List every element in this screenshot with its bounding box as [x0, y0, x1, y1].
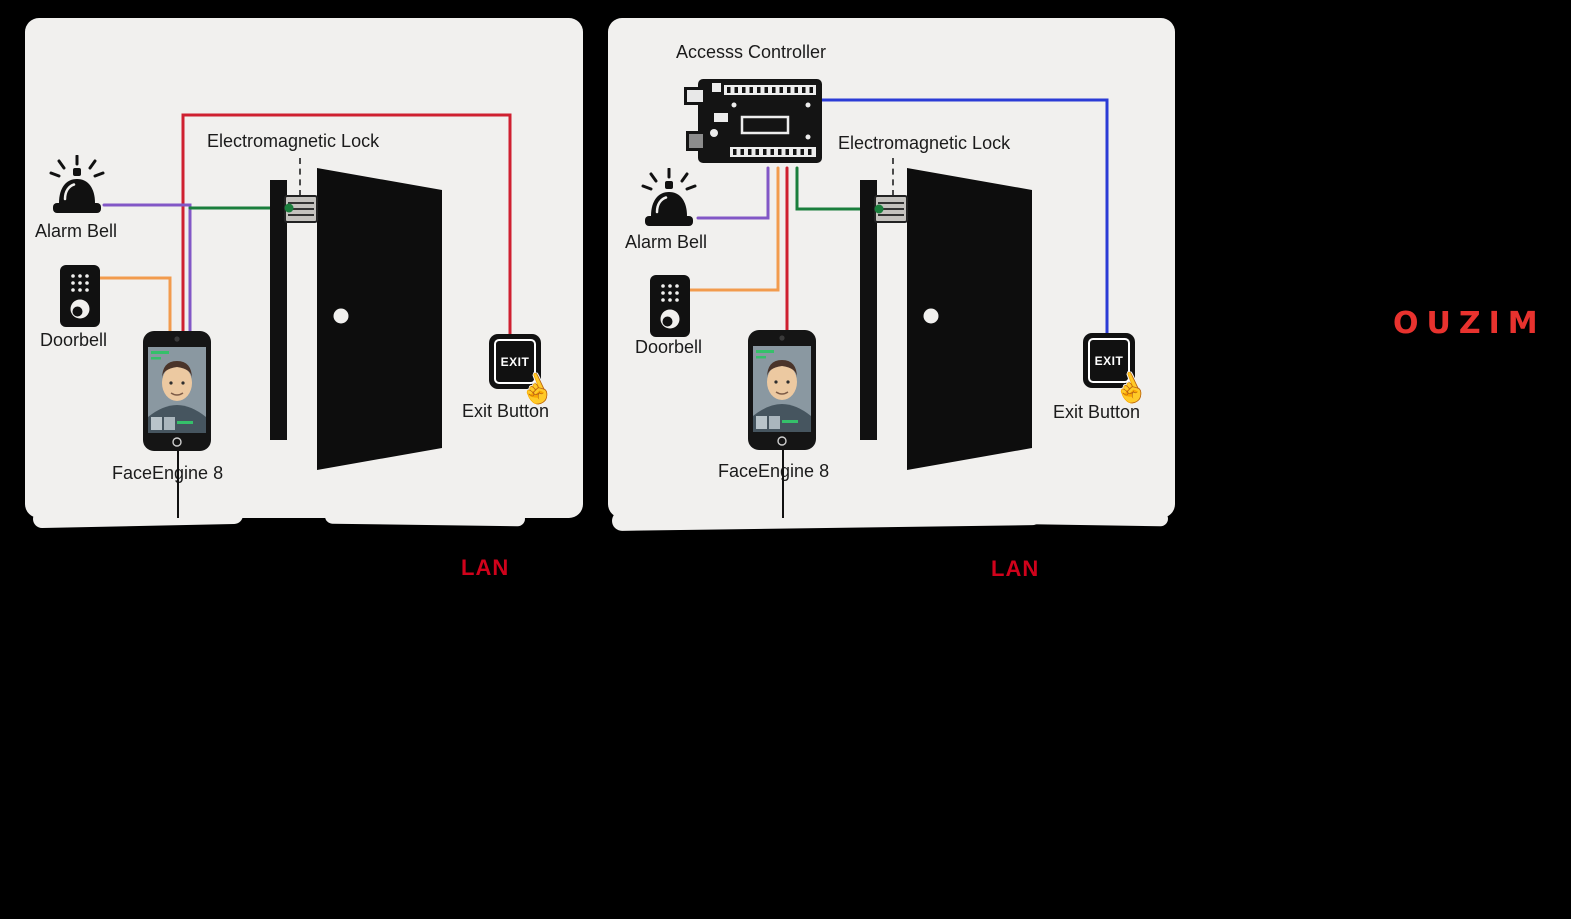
electromagnetic-lock-icon — [284, 195, 318, 223]
lock-pointer-line — [299, 158, 301, 196]
door-leaf — [907, 168, 1032, 470]
door-knob — [923, 308, 939, 324]
lan-label-right: LAN — [991, 556, 1040, 581]
doorbell-label: Doorbell — [40, 330, 108, 350]
lan-cable — [177, 451, 179, 518]
lan-label-left: LAN — [461, 555, 510, 580]
green-wire-terminal — [284, 203, 294, 213]
panel-with-access-controller: Accesss Controller — [608, 18, 1175, 532]
exit-button-text: EXIT — [500, 354, 530, 369]
exit-button-label: Exit Button — [1053, 402, 1141, 422]
lock-pointer-line — [892, 158, 894, 196]
alarm-bell-label: Alarm Bell — [625, 232, 708, 252]
exit-button-device: EXIT ☝ — [489, 334, 560, 412]
alarm-bell-icon — [48, 154, 106, 222]
door-leaf — [317, 168, 442, 470]
door-frame — [270, 180, 287, 440]
exit-button-device: EXIT ☝ — [1083, 333, 1154, 411]
door-knob — [333, 308, 349, 324]
electromagnetic-lock-label: Electromagnetic Lock — [207, 131, 380, 151]
access-controller-label: Accesss Controller — [676, 42, 827, 62]
exit-button-text: EXIT — [1094, 353, 1124, 368]
doorbell-label: Doorbell — [635, 337, 703, 357]
lan-cable — [782, 450, 784, 518]
door-with-frame — [270, 163, 450, 478]
exit-button-face: EXIT — [494, 339, 536, 384]
exit-button-face: EXIT — [1088, 338, 1130, 383]
access-controller-board — [684, 75, 824, 172]
wiring-diagram-right — [686, 98, 1109, 338]
face-terminal-label: FaceEngine 8 — [718, 461, 830, 481]
face-terminal-label: FaceEngine 8 — [112, 463, 224, 483]
doorbell-icon — [650, 275, 690, 342]
panel-direct-wiring: Alarm Bell Doorbell — [25, 18, 583, 529]
face-terminal-device — [143, 331, 211, 456]
electromagnetic-lock-label: Electromagnetic Lock — [838, 133, 1011, 153]
doorbell-icon — [60, 265, 100, 332]
face-terminal-device — [748, 330, 816, 455]
exit-button-label: Exit Button — [462, 401, 550, 421]
door-with-frame — [860, 163, 1040, 478]
brand-logo: OUZIM — [1393, 306, 1546, 341]
door-frame — [860, 180, 877, 440]
green-wire-terminal — [874, 204, 884, 214]
alarm-bell-icon — [640, 167, 698, 235]
alarm-bell-label: Alarm Bell — [35, 221, 118, 241]
